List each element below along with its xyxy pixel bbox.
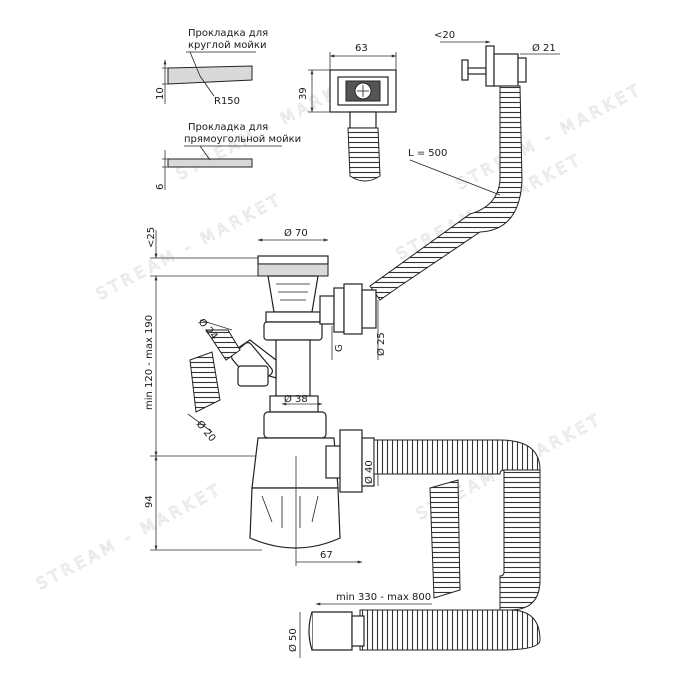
d21-label: Ø 21: [532, 42, 556, 54]
gasket-rect-label-2: прямоугольной мойки: [184, 134, 301, 145]
g-label: G: [334, 344, 345, 352]
w67-label: 67: [320, 550, 333, 561]
h94-label: 94: [144, 495, 155, 508]
main-dimensions: <25 min 120 - max 190 94: [144, 227, 262, 551]
bottom-outlet: min 330 - max 800 Ø 50: [287, 592, 432, 658]
radius-label: R150: [214, 96, 240, 107]
d38-label: Ø 38: [284, 393, 308, 405]
gasket-round-label-2: круглой мойки: [188, 40, 266, 51]
height-10-label: 10: [155, 87, 166, 100]
lt20-label: <20: [434, 30, 455, 41]
d20-label: Ø 20: [194, 418, 218, 444]
gasket-rect-detail: Прокладка для прямоугольной мойки 6: [155, 122, 301, 190]
overflow-connector: G Ø 25: [319, 283, 387, 360]
gasket-rect-label-1: Прокладка для: [188, 122, 268, 133]
watermark-text: STREAM - MARKET: [93, 189, 286, 303]
height-6-label: 6: [155, 184, 166, 190]
overflow-outlet: <20 Ø 21 L = 500: [369, 30, 560, 301]
gasket-round-label-1: Прокладка для: [188, 28, 268, 39]
overflow-head: 63 39: [298, 43, 397, 182]
min330-label: min 330 - max 800: [336, 592, 431, 603]
watermark-text: STREAM - MARKET: [33, 479, 226, 593]
min120-label: min 120 - max 190: [144, 315, 155, 410]
d40-label: Ø 40: [363, 460, 375, 484]
gasket-round-detail: Прокладка для круглой мойки R150 10: [155, 28, 268, 107]
sink-drain: Ø 70: [257, 227, 329, 341]
lt25-label: <25: [146, 227, 157, 248]
d25-label: Ø 25: [375, 332, 387, 356]
height-39-label: 39: [298, 87, 309, 100]
d50-label: Ø 50: [287, 628, 299, 652]
bottle-trap: Ø 38 67: [249, 393, 363, 566]
width-63-label: 63: [355, 43, 368, 54]
length-500-label: L = 500: [408, 148, 447, 159]
d70-label: Ø 70: [284, 227, 308, 239]
main-flex-hose: [359, 439, 541, 651]
